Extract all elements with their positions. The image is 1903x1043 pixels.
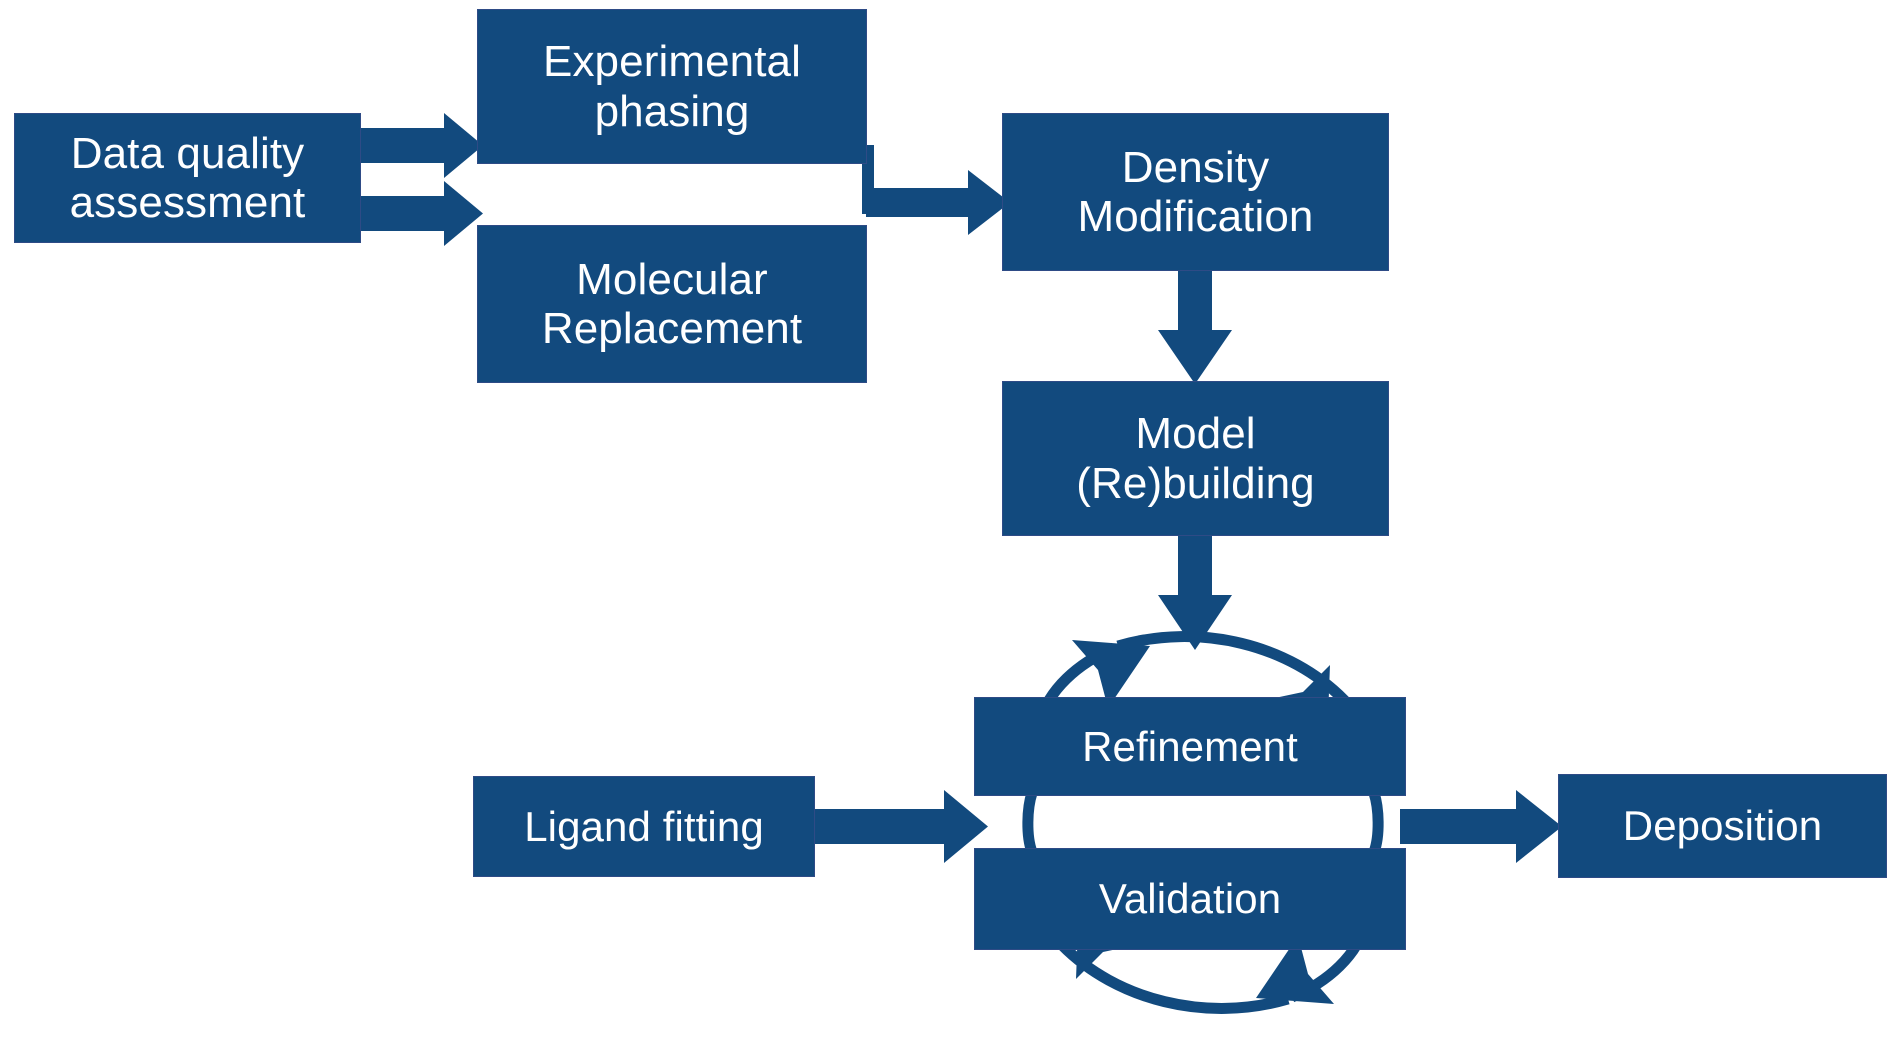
node-deposition[interactable]: Deposition (1558, 774, 1887, 878)
arrow-validation-to-deposition (1400, 790, 1562, 863)
arrow-phasing-to-density-modification (862, 145, 1010, 235)
node-model-rebuilding[interactable]: Model (Re)building (1002, 381, 1389, 536)
node-ligand-fitting[interactable]: Ligand fitting (473, 776, 815, 877)
arrow-model-rebuilding-to-refinement (1158, 534, 1232, 650)
arrow-data-quality-to-molecular-replacement (361, 181, 483, 246)
arrow-ligand-fitting-to-refinement (812, 790, 988, 863)
node-data-quality-assessment[interactable]: Data quality assessment (14, 113, 361, 243)
node-density-modification[interactable]: Density Modification (1002, 113, 1389, 271)
node-molecular-replacement[interactable]: Molecular Replacement (477, 225, 867, 383)
arrow-data-quality-to-experimental-phasing (361, 113, 483, 178)
node-validation[interactable]: Validation (974, 848, 1406, 950)
cycle-ring-side-stubs (1022, 791, 1384, 854)
node-refinement[interactable]: Refinement (974, 697, 1406, 796)
node-experimental-phasing[interactable]: Experimental phasing (477, 9, 867, 164)
arrow-density-modification-to-model-rebuilding (1158, 269, 1232, 384)
